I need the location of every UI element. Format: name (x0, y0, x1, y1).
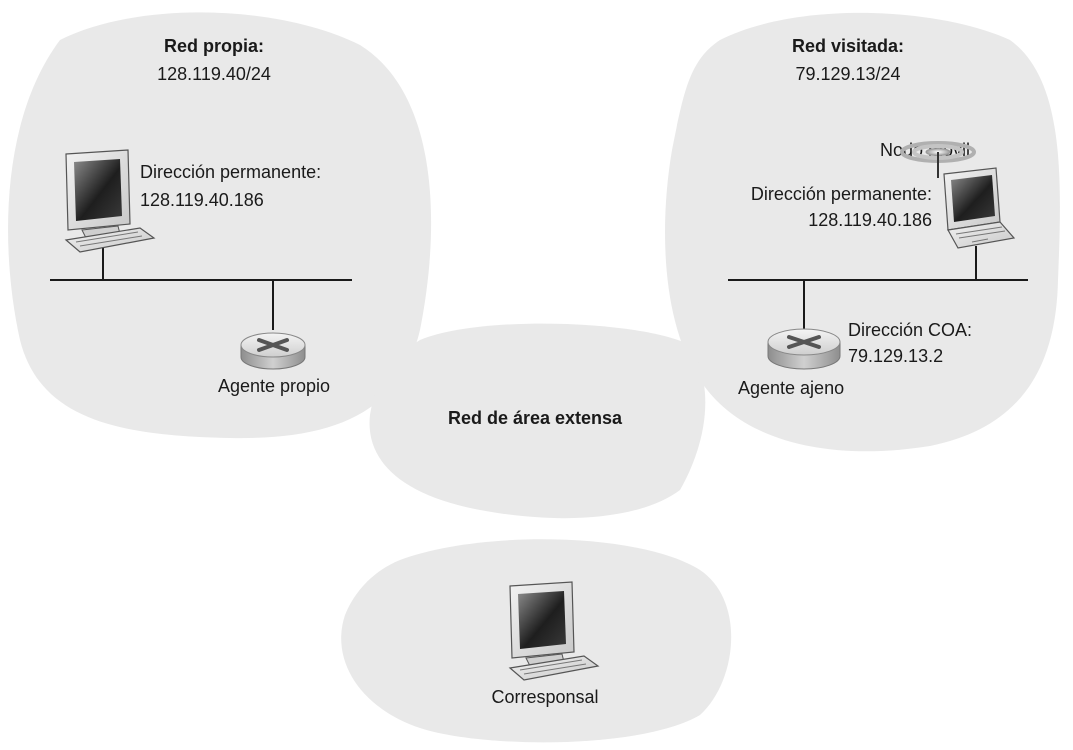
mobile-node-laptop-icon (943, 167, 1016, 249)
home-agent-router-icon (240, 332, 306, 370)
mobile-address: 128.119.40.186 (808, 210, 932, 230)
home-host-computer-icon (64, 149, 156, 253)
home-network-cloud (8, 12, 432, 439)
correspondent-label: Corresponsal (491, 687, 598, 707)
wan-cloud (369, 323, 706, 519)
home-host-address-label: Dirección permanente: (140, 162, 321, 182)
home-network-title: Red propia: (164, 36, 264, 56)
visited-network-title: Red visitada: (792, 36, 904, 56)
foreign-agent-router-icon (767, 328, 841, 370)
home-agent-label: Agente propio (218, 376, 330, 396)
wan-label: Red de área extensa (448, 408, 623, 428)
visited-network-prefix: 79.129.13/24 (795, 64, 900, 84)
coa-label: Dirección COA: (848, 320, 972, 340)
foreign-agent-label: Agente ajeno (738, 378, 844, 398)
home-network-prefix: 128.119.40/24 (157, 64, 271, 84)
home-host-address: 128.119.40.186 (140, 190, 264, 210)
correspondent-computer-icon (508, 581, 600, 681)
mobile-address-label: Dirección permanente: (751, 184, 932, 204)
coa-address: 79.129.13.2 (848, 346, 943, 366)
wireless-signal-icon (900, 141, 976, 178)
visited-network-cloud (665, 12, 1060, 452)
